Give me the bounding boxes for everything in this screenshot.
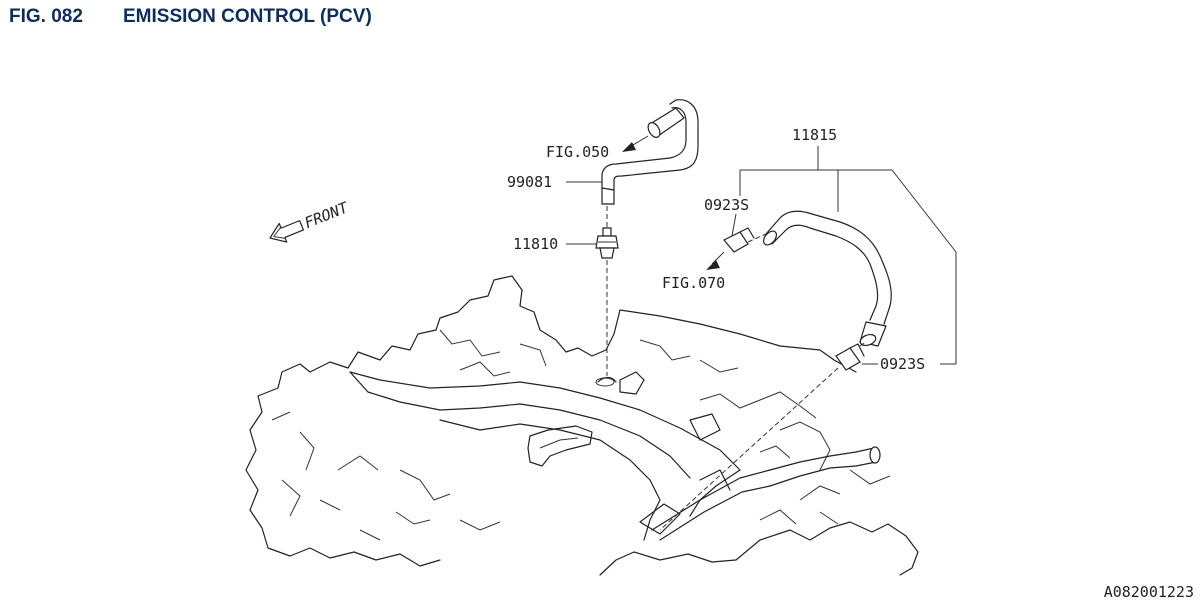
callout-11815: 11815 bbox=[792, 126, 837, 144]
callout-0923s-lower: 0923S bbox=[880, 355, 925, 373]
pcv-hose-99081 bbox=[601, 99, 699, 205]
front-label: FRONT bbox=[302, 198, 352, 232]
figure-number: FIG. 082 bbox=[9, 6, 83, 27]
callout-99081: 99081 bbox=[507, 173, 552, 191]
callout-fig-050: FIG.050 bbox=[546, 143, 609, 161]
callout-fig-070: FIG.070 bbox=[662, 274, 725, 292]
hose-clamp-upper bbox=[723, 227, 767, 253]
pcv-valve-11810 bbox=[595, 206, 619, 376]
figure-title: EMISSION CONTROL (PCV) bbox=[123, 6, 372, 27]
engine-block bbox=[245, 275, 919, 576]
intake-manifold bbox=[349, 371, 881, 541]
callout-11810: 11810 bbox=[513, 235, 558, 253]
figure-header: FIG. 082 EMISSION CONTROL (PCV) bbox=[9, 6, 372, 32]
callout-11815-leaders bbox=[739, 146, 957, 365]
breather-hose-11815 bbox=[762, 210, 892, 347]
hose-clamp-lower bbox=[659, 341, 867, 531]
callout-0923s-upper: 0923S bbox=[704, 196, 749, 214]
illustration-code: A082001223 bbox=[1103, 583, 1194, 601]
front-direction-arrow: FRONT bbox=[269, 198, 352, 243]
